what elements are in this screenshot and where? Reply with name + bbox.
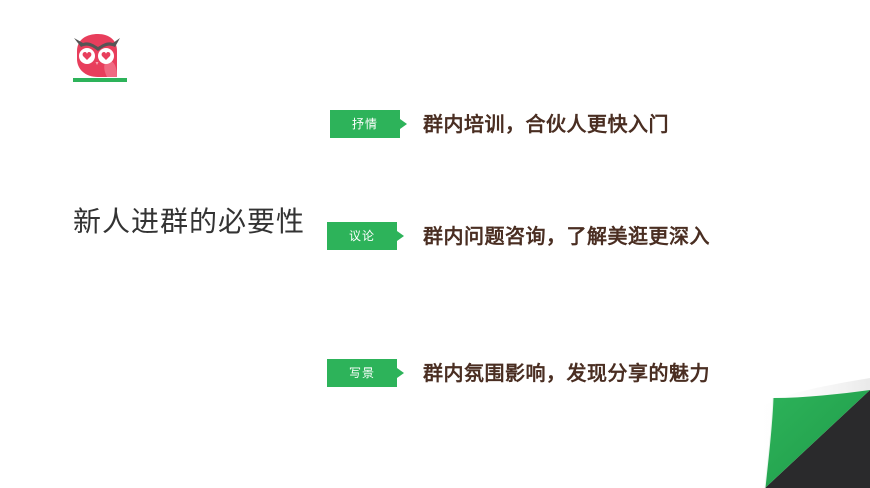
point-text: 群内氛围影响，发现分享的魅力: [423, 361, 710, 385]
page-curl-icon: [730, 358, 870, 488]
owl-logo-icon: [71, 31, 129, 85]
point-text: 群内问题咨询，了解美逛更深入: [423, 224, 710, 248]
tag-label: 议论: [327, 222, 404, 250]
point-item: 写景 群内氛围影响，发现分享的魅力: [0, 359, 870, 389]
tag-label: 抒情: [330, 110, 407, 138]
page-title: 新人进群的必要性: [73, 205, 306, 238]
point-item: 议论 群内问题咨询，了解美逛更深入: [0, 222, 870, 252]
point-text: 群内培训，合伙人更快入门: [423, 112, 669, 136]
tag-label: 写景: [327, 359, 404, 387]
point-item: 抒情 群内培训，合伙人更快入门: [0, 110, 870, 140]
